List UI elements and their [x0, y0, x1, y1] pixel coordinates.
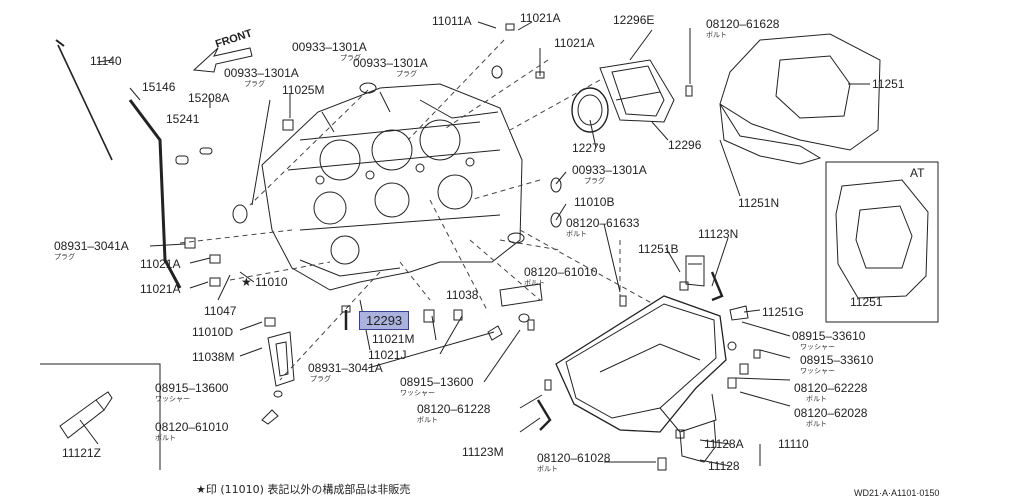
part-label-00933-1301a-2[interactable]: 00933–1301A [353, 56, 428, 70]
part-label-12296[interactable]: 12296 [668, 138, 702, 152]
part-label-11021j[interactable]: 11021J [368, 348, 407, 362]
part-label-11251n[interactable]: 11251N [738, 196, 780, 210]
bolt-note: ボルト [155, 434, 176, 442]
part-label-11128[interactable]: 11128 [708, 459, 740, 473]
plug-note: プラグ [340, 54, 361, 62]
engine-block [261, 83, 523, 291]
part-label-15146[interactable]: 15146 [142, 80, 176, 94]
part-label-11010d[interactable]: 11010D [192, 325, 234, 339]
bolt-note: ボルト [524, 279, 545, 287]
part-label-11038[interactable]: 11038 [446, 288, 479, 302]
part-label-00933-1301a-1[interactable]: 00933–1301A [292, 40, 367, 54]
part-label-11021a-left-1[interactable]: 11021A [140, 257, 181, 271]
bolt-note: ボルト [537, 465, 558, 473]
footnote: ★印 (11010) 表記以外の構成部品は非販売 [196, 483, 411, 496]
part-label-00933-1301a-3[interactable]: 00933–1301A [224, 66, 299, 80]
part-label-11251-at[interactable]: 11251 [850, 295, 883, 309]
part-label-08120-62228[interactable]: 08120–62228 [794, 381, 868, 395]
part-label-11140[interactable]: 11140 [90, 54, 122, 68]
bolt-note: ボルト [706, 31, 727, 39]
part-label-08120-61228[interactable]: 08120–61228 [417, 402, 491, 416]
part-label-11021a-top-1[interactable]: 11021A [520, 11, 561, 25]
washer-note: ワッシャー [155, 395, 190, 403]
part-label-08931-3041a-center[interactable]: 08931–3041A [308, 361, 383, 375]
washer-note: ワッシャー [400, 389, 435, 397]
rear-plate [719, 33, 881, 165]
bolt-note: ボルト [806, 420, 827, 428]
part-label-12296e[interactable]: 12296E [613, 13, 655, 27]
part-label-11038m[interactable]: 11038M [192, 350, 235, 364]
part-label-11021m[interactable]: 11021M [372, 332, 415, 346]
part-label-15241[interactable]: 15241 [166, 112, 200, 126]
bolt-note: ボルト [806, 395, 827, 403]
part-label-08915-33610-b[interactable]: 08915–33610 [800, 353, 874, 367]
plug-note: プラグ [54, 253, 75, 261]
washer-note: ワッシャー [800, 343, 835, 351]
part-label-11123m[interactable]: 11123M [462, 445, 504, 459]
oil-pan [555, 295, 727, 463]
part-label-08915-13600-left[interactable]: 08915–13600 [155, 381, 229, 395]
part-label-08915-13600-center[interactable]: 08915–13600 [400, 375, 474, 389]
plug-note: プラグ [584, 177, 605, 185]
part-label-11010b[interactable]: 11010B [574, 195, 615, 209]
part-label-11121z[interactable]: 11121Z [62, 446, 101, 460]
part-label-08931-3041a-left[interactable]: 08931–3041A [54, 239, 129, 253]
part-label-08120-61633[interactable]: 08120–61633 [566, 216, 640, 230]
plug-note: プラグ [310, 375, 331, 383]
part-label-11123n[interactable]: 11123N [698, 227, 739, 241]
part-label-11011a[interactable]: 11011A [432, 14, 472, 28]
front-arrow-icon [192, 47, 253, 73]
part-label-11251-top[interactable]: 11251 [872, 77, 905, 91]
diagram-code: WD21·A·A1101·0150 [854, 488, 940, 498]
part-label-11047[interactable]: 11047 [204, 304, 237, 318]
at-label: AT [910, 166, 925, 180]
part-label-11021a-left-2[interactable]: 11021A [140, 282, 181, 296]
part-label-12293-highlighted[interactable]: 12293 [359, 311, 410, 330]
plug-note: プラグ [396, 70, 417, 78]
part-label-11251g[interactable]: 11251G [762, 305, 804, 319]
part-label-15208a[interactable]: 15208A [188, 91, 230, 105]
part-label-11110[interactable]: 11110 [778, 437, 809, 451]
bolt-note: ボルト [417, 416, 438, 424]
plug-note: プラグ [244, 80, 265, 88]
part-label-11025m[interactable]: 11025M [282, 83, 325, 97]
part-label-11021a-top-2[interactable]: 11021A [554, 36, 595, 50]
part-label-11251b[interactable]: 11251B [638, 242, 679, 256]
part-label-08120-61028[interactable]: 08120–61028 [537, 451, 611, 465]
part-label-11010[interactable]: ★ 11010 [241, 275, 288, 289]
part-label-08120-61010-left[interactable]: 08120–61010 [155, 420, 229, 434]
washer-note: ワッシャー [800, 367, 835, 375]
part-label-00933-1301a-4[interactable]: 00933–1301A [572, 163, 647, 177]
bolt-note: ボルト [566, 230, 587, 238]
part-label-08915-33610-a[interactable]: 08915–33610 [792, 329, 866, 343]
part-label-08120-62028[interactable]: 08120–62028 [794, 406, 868, 420]
part-label-08120-61010-mid[interactable]: 08120–61010 [524, 265, 598, 279]
part-label-08120-61628[interactable]: 08120–61628 [706, 17, 780, 31]
part-label-12279[interactable]: 12279 [572, 141, 606, 155]
part-label-11128a[interactable]: 11128A [704, 437, 744, 451]
